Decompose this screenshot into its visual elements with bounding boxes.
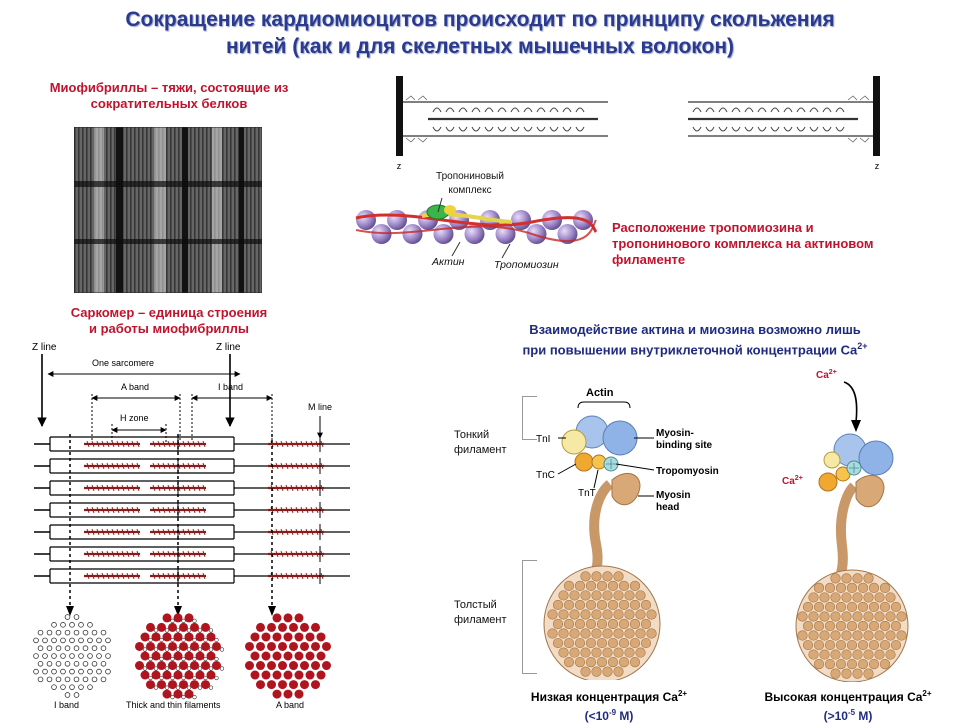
m-line-label: M line — [308, 402, 332, 412]
sliding-filament-schematic: z z — [396, 76, 880, 171]
actin-monomer — [464, 224, 485, 244]
sarcomere-caption-line-1: Саркомер – единица строения — [70, 305, 268, 320]
actin-filament-model — [355, 204, 598, 244]
section-a-band-label: A band — [276, 700, 304, 710]
sarcomere-caption-line-2: и работы миофибриллы — [89, 321, 249, 336]
thick-bracket — [522, 560, 537, 674]
high-caption-post: M) — [855, 709, 873, 723]
myosin-head-label-2: head — [656, 502, 679, 513]
thin-label-line-2: филамент — [454, 444, 507, 456]
tropomyosin-term-label: Tropomyosin — [656, 466, 719, 477]
myofibril-row — [34, 480, 350, 496]
troponin-pointer — [437, 197, 443, 213]
filament-caption-line-3: филаменте — [612, 252, 686, 267]
z-disc-left — [396, 76, 403, 156]
actin-monomer — [356, 210, 376, 230]
low-caption-exp: -9 — [608, 708, 617, 717]
interaction-caption-sup: 2+ — [857, 341, 868, 351]
thin-label-line-1: Тонкий — [454, 429, 490, 441]
tnc-label: TnC — [536, 470, 555, 481]
interaction-caption-line-1: Взаимодействие актина и миозина возможно… — [529, 322, 861, 337]
thick-thin-cross-section — [135, 613, 225, 700]
thick-label-line-1: Толстый — [454, 599, 497, 611]
tnt-label: TnT — [578, 488, 596, 499]
sarcomere-caption: Саркомер – единица строения и работы мио… — [14, 305, 324, 337]
low-caption-pre: (<10 — [584, 709, 609, 723]
high-caption-exp: -5 — [847, 708, 856, 717]
thin-bracket — [522, 396, 537, 440]
myosin-head-label-1: Myosin — [656, 490, 690, 501]
z-line-right-label: Z line — [216, 342, 241, 353]
myofibril-row — [34, 502, 350, 518]
one-sarcomere-label: One sarcomere — [92, 358, 154, 368]
actin-term-label: Actin — [586, 387, 614, 399]
i-band-cross-section — [33, 614, 111, 698]
ca-top-label: Ca2+ — [816, 369, 837, 381]
filament-caption: Расположение тропомиозина и тропониновог… — [612, 220, 952, 268]
low-concentration-caption: Низкая концентрация Ca2+ (<10-9 M) — [494, 686, 724, 724]
title-line-1: Сокращение кардиомиоцитов происходит по … — [125, 8, 835, 31]
section-thick-thin-label: Thick and thin filaments — [126, 700, 221, 710]
z-line-left-label: Z line — [32, 342, 57, 353]
filament-caption-line-2: тропонинового комплекса на актиновом — [612, 236, 874, 251]
troponin-label-line-2: комплекс — [448, 185, 492, 196]
myofibrils-caption-line-2: сократительных белков — [90, 96, 248, 111]
z-label-right: z — [875, 161, 880, 171]
actin-monomer — [402, 224, 423, 244]
low-caption-sup: 2+ — [677, 689, 688, 698]
myofibrils-caption: Миофибриллы – тяжи, состоящие из сократи… — [14, 80, 324, 112]
tni-label: TnI — [536, 434, 550, 445]
thick-label-line-2: филамент — [454, 614, 507, 626]
myosin-binding-label-2: binding site — [656, 440, 713, 451]
myofibril-micrograph — [74, 127, 262, 293]
page-title: Сокращение кардиомиоцитов происходит по … — [0, 6, 960, 60]
low-caption-line-1: Низкая концентрация Ca2+ — [494, 686, 724, 705]
sarcomere-diagram: Z line Z line One sarcomere A band I ban… — [32, 342, 350, 710]
troponin-complex-label: Тропониновый комплекс — [420, 170, 520, 198]
filament-caption-line-1: Расположение тропомиозина и — [612, 220, 814, 235]
high-caption-sup: 2+ — [922, 689, 932, 698]
low-calcium-model: Actin TnI TnC TnT Myosin- binding site T… — [536, 387, 719, 680]
z-label-left: z — [397, 161, 402, 171]
tropomyosin-label: Тропомиозин — [494, 259, 559, 271]
actin-monomer — [371, 224, 392, 244]
a-band-cross-section — [245, 613, 331, 699]
myofibril-row — [34, 546, 350, 562]
actin-monomer — [387, 210, 407, 230]
section-i-band-label: I band — [54, 700, 79, 710]
actin-pointers — [451, 241, 511, 259]
interaction-caption-text: при повышении внутриклеточной концентрац… — [522, 342, 858, 358]
h-zone-label: H zone — [120, 413, 149, 423]
low-caption-post: M) — [616, 709, 634, 723]
high-calcium-model: Ca2+ Ca2+ — [782, 369, 909, 682]
actin-label: Актин — [432, 256, 465, 268]
high-caption-line-1: Высокая концентрация Ca2+ — [740, 686, 956, 705]
myofibril-row — [34, 524, 350, 540]
myofibril-row — [34, 458, 350, 474]
actin-monomer — [526, 224, 547, 244]
high-caption-pre: (>10 — [823, 709, 848, 723]
title-line-2: нитей (как и для скелетных мышечных воло… — [225, 35, 735, 58]
myofibril-row — [34, 568, 350, 584]
myosin-binding-label-1: Myosin- — [656, 428, 694, 439]
thin-filament-label: Тонкий филамент — [454, 428, 507, 458]
low-caption-line-2: (<10-9 M) — [494, 705, 724, 724]
low-caption-text: Низкая концентрация Ca — [530, 690, 678, 704]
troponin-label-line-1: Тропониновый — [436, 171, 504, 182]
actin-monomer — [511, 210, 531, 230]
myofibril-row — [34, 436, 350, 452]
interaction-caption: Взаимодействие актина и миозина возможно… — [460, 322, 930, 358]
high-caption-line-2: (>10-5 M) — [740, 705, 956, 724]
myofibrils-caption-line-1: Миофибриллы – тяжи, состоящие из — [49, 80, 289, 95]
high-concentration-caption: Высокая концентрация Ca2+ (>10-5 M) — [740, 686, 956, 724]
z-disc-right — [873, 76, 880, 156]
thick-filament-label: Толстый филамент — [454, 598, 507, 628]
high-caption-text: Высокая концентрация Ca — [764, 690, 923, 704]
interaction-caption-line-2: при повышении внутриклеточной концентрац… — [460, 338, 930, 358]
ca-side-label: Ca2+ — [782, 475, 803, 487]
a-band-label: A band — [121, 382, 149, 392]
actin-monomer — [557, 224, 578, 244]
